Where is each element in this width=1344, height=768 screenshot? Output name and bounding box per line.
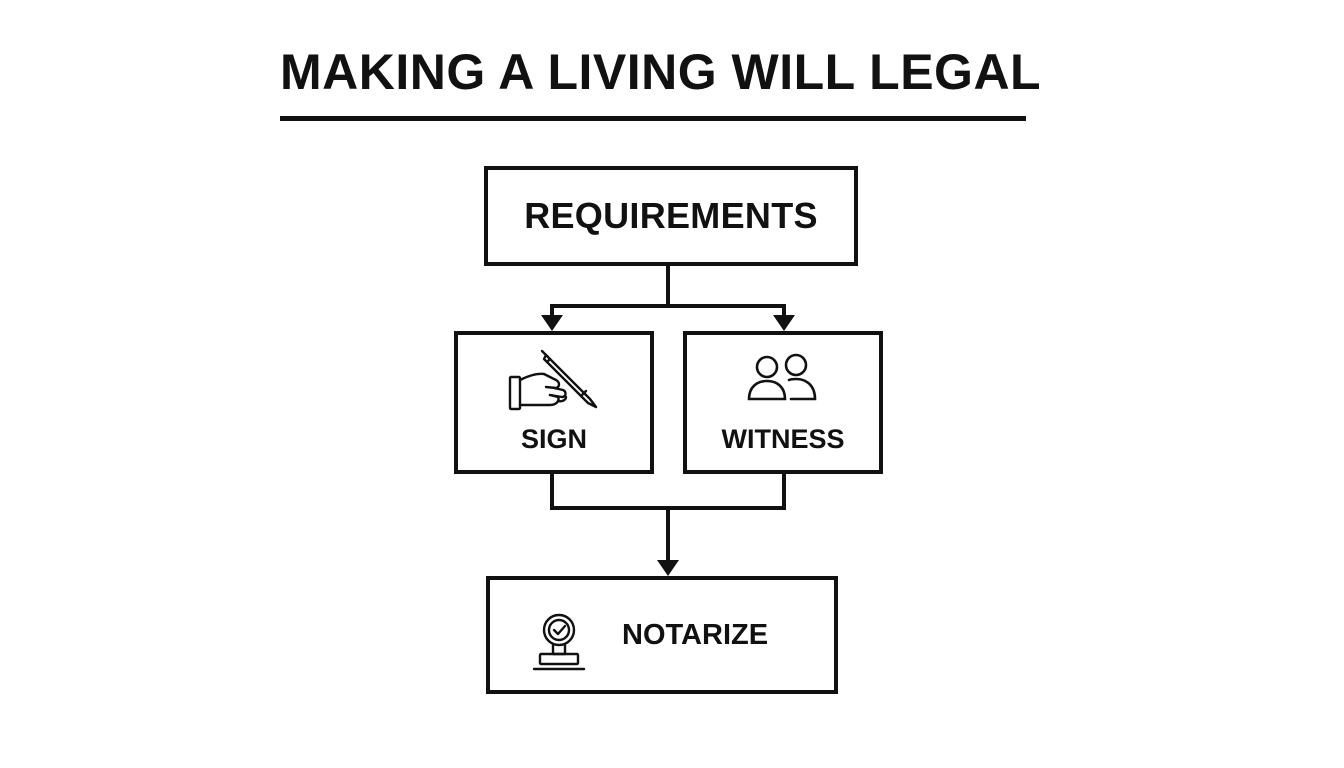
node-requirements-label: REQUIREMENTS bbox=[524, 195, 818, 236]
node-sign-label: SIGN bbox=[520, 424, 587, 454]
hand-writing-pen-icon bbox=[508, 349, 598, 411]
node-witness: WITNESS bbox=[683, 331, 883, 474]
node-notarize: NOTARIZE bbox=[486, 576, 838, 694]
node-witness-label: WITNESS bbox=[721, 424, 845, 454]
node-requirements: REQUIREMENTS bbox=[484, 166, 858, 266]
title-underline bbox=[280, 116, 1026, 121]
arrow-to-witness bbox=[773, 315, 795, 331]
diagram-title: MAKING A LIVING WILL LEGAL bbox=[280, 44, 1042, 100]
two-people-icon bbox=[747, 353, 817, 401]
stamp-seal-icon bbox=[532, 613, 586, 671]
node-sign: SIGN bbox=[454, 331, 654, 474]
arrow-to-notarize bbox=[657, 560, 679, 576]
node-notarize-label: NOTARIZE bbox=[622, 619, 769, 651]
arrow-to-sign bbox=[541, 315, 563, 331]
